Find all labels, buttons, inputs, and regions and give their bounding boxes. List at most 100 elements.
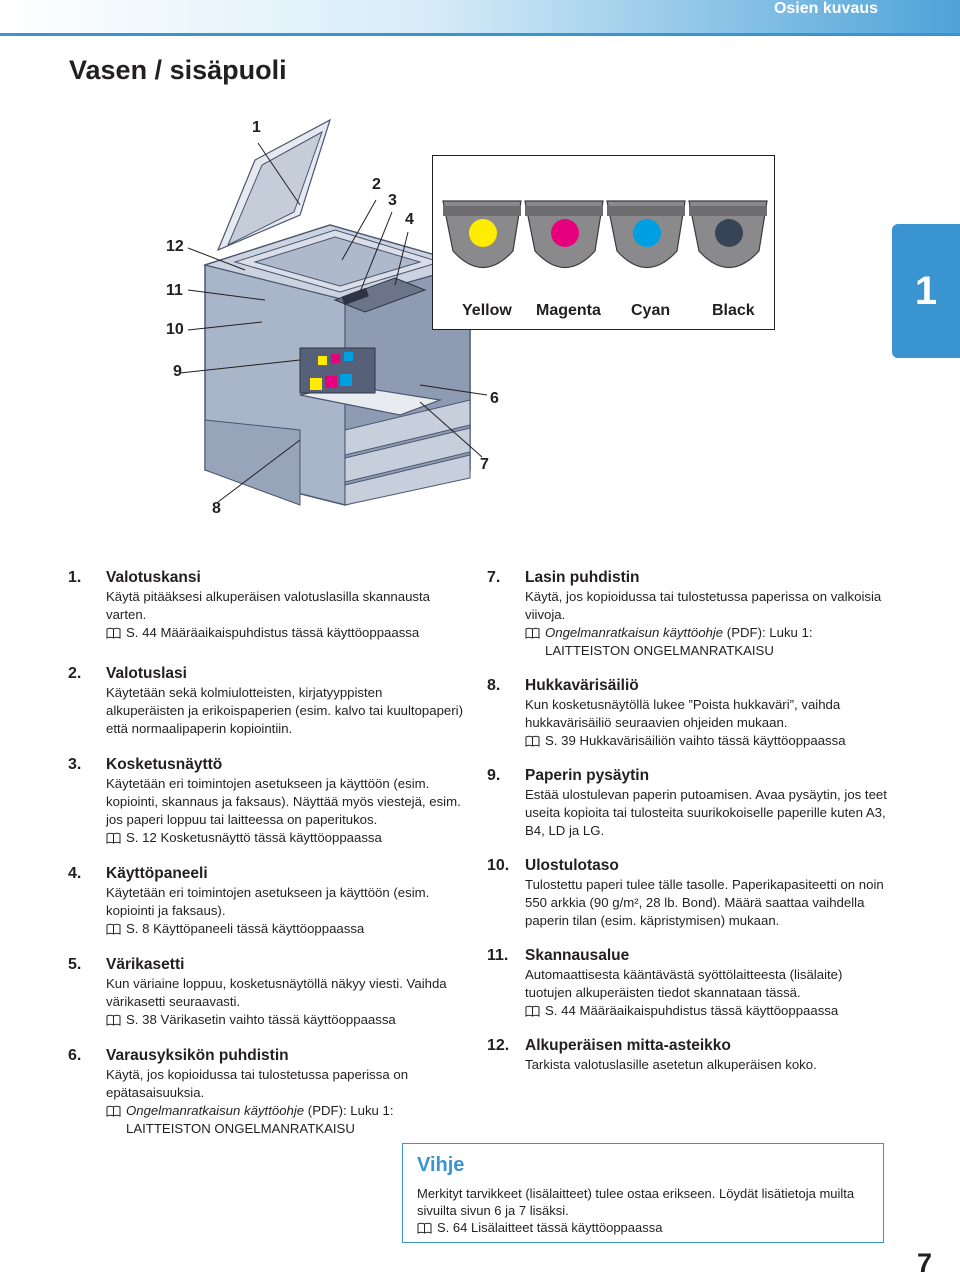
item-reference[interactable]: S. 39 Hukkavärisäiliön vaihto tässä käyt… — [525, 732, 887, 750]
callout-8: 8 — [212, 500, 221, 517]
item-reference-text[interactable]: S. 39 Hukkavärisäiliön vaihto tässä käyt… — [545, 732, 846, 750]
book-icon — [106, 1011, 121, 1026]
page-number: 7 — [916, 1248, 932, 1278]
item-number: 1. — [68, 569, 82, 586]
item-body: Kun kosketusnäytöllä lukee ”Poista hukka… — [525, 696, 887, 750]
item-heading: 11.Skannausalue — [487, 946, 887, 966]
item-reference[interactable]: S. 44 Määräaikaispuhdistus tässä käyttöo… — [525, 1002, 887, 1020]
header-rule — [0, 33, 960, 36]
hint-reference-text[interactable]: S. 64 Lisälaitteet tässä käyttöoppaassa — [437, 1220, 663, 1235]
item-reference-text[interactable]: Ongelmanratkaisun käyttöohje (PDF): Luku… — [545, 624, 887, 660]
item-title: Värikasetti — [106, 956, 185, 973]
chapter-tab[interactable]: 1 — [892, 224, 960, 358]
item-number: 12. — [487, 1037, 510, 1054]
item-body: Käytetään eri toimintojen asetukseen ja … — [106, 775, 463, 847]
item-body: Estää ulostulevan paperin putoamisen. Av… — [525, 786, 887, 840]
item-reference[interactable]: S. 8 Käyttöpaneeli tässä käyttöoppaassa — [106, 920, 463, 938]
item-reference[interactable]: S. 38 Värikasetin vaihto tässä käyttöopp… — [106, 1011, 463, 1029]
manual-title: Ongelmanratkaisun käyttöohje — [126, 1103, 305, 1118]
item-reference-text[interactable]: S. 8 Käyttöpaneeli tässä käyttöoppaassa — [126, 920, 364, 938]
item-reference[interactable]: Ongelmanratkaisun käyttöohje (PDF): Luku… — [106, 1102, 463, 1138]
item-description: Käytetään eri toimintojen asetukseen ja … — [106, 776, 461, 827]
item-heading: 5.Värikasetti — [68, 955, 463, 975]
item-title: Alkuperäisen mitta-asteikko — [525, 1037, 731, 1054]
item-title: Varausyksikön puhdistin — [106, 1047, 289, 1064]
reference-detail: (PDF): Luku 1: LAITTEISTON ONGELMANRATKA… — [126, 1103, 394, 1136]
item-description: Käytä pitääksesi alkuperäisen valotuslas… — [106, 589, 431, 622]
item-title: Valotuskansi — [106, 569, 201, 586]
item-reference-text[interactable]: S. 38 Värikasetin vaihto tässä käyttöopp… — [126, 1011, 396, 1029]
toner-cartridge — [524, 200, 604, 268]
book-icon — [525, 624, 540, 639]
callout-1: 1 — [252, 119, 261, 136]
toner-cartridges-illustration — [442, 200, 768, 268]
item-reference[interactable]: Ongelmanratkaisun käyttöohje (PDF): Luku… — [525, 624, 887, 660]
toner-label-black: Black — [712, 302, 755, 319]
reference-detail: S. 44 Määräaikaispuhdistus tässä käyttöo… — [545, 1003, 839, 1018]
item-number: 9. — [487, 767, 501, 784]
item-reference-text[interactable]: S. 44 Määräaikaispuhdistus tässä käyttöo… — [545, 1002, 838, 1020]
hint-text: Merkityt tarvikkeet (lisälaitteet) tulee… — [417, 1186, 855, 1218]
item-title: Valotuslasi — [106, 665, 187, 682]
item-reference-text[interactable]: Ongelmanratkaisun käyttöohje (PDF): Luku… — [126, 1102, 463, 1138]
item-heading: 8.Hukkavärisäiliö — [487, 676, 887, 696]
item-description: Tulostettu paperi tulee tälle tasolle. P… — [525, 877, 884, 928]
reference-detail: (PDF): Luku 1: LAITTEISTON ONGELMANRATKA… — [545, 625, 813, 658]
toner-cartridge — [442, 200, 522, 268]
callout-3: 3 — [388, 192, 397, 209]
item-description: Kun kosketusnäytöllä lukee ”Poista hukka… — [525, 697, 841, 730]
item-body: Käytä pitääksesi alkuperäisen valotuslas… — [106, 588, 463, 642]
item-reference[interactable]: S. 12 Kosketusnäyttö tässä käyttöoppaass… — [106, 829, 463, 847]
item-reference[interactable]: S. 44 Määräaikaispuhdistus tässä käyttöo… — [106, 624, 463, 642]
callout-7: 7 — [480, 456, 489, 473]
toner-cartridge — [688, 200, 768, 268]
item-number: 7. — [487, 569, 501, 586]
book-icon — [106, 829, 121, 844]
item-body: Käytä, jos kopioidussa tai tulostetussa … — [525, 588, 887, 660]
toner-inset — [432, 155, 775, 330]
toner-label-cyan: Cyan — [631, 302, 671, 319]
callout-12: 12 — [166, 238, 184, 255]
header-bar: Osien kuvaus — [0, 0, 960, 36]
item-number: 4. — [68, 865, 82, 882]
item-heading: 2.Valotuslasi — [68, 664, 463, 684]
reference-detail: S. 38 Värikasetin vaihto tässä käyttöopp… — [126, 1012, 396, 1027]
hint-title: Vihje — [417, 1154, 465, 1176]
item-heading: 6. Varausyksikön puhdistin — [68, 1046, 463, 1066]
item-title: Käyttöpaneeli — [106, 865, 208, 882]
item-title: Hukkavärisäiliö — [525, 677, 639, 694]
callout-2: 2 — [372, 176, 381, 193]
item-heading: 7. Lasin puhdistin — [487, 568, 887, 588]
page-title: Vasen / sisäpuoli — [69, 55, 287, 85]
section-title: Osien kuvaus — [773, 0, 878, 17]
item-description: Estää ulostulevan paperin putoamisen. Av… — [525, 787, 887, 838]
item-body: Käytetään sekä kolmiulotteisten, kirjaty… — [106, 684, 463, 738]
callout-6: 6 — [490, 390, 499, 407]
hint-reference[interactable]: S. 64 Lisälaitteet tässä käyttöoppaassa — [417, 1219, 872, 1236]
item-reference-text[interactable]: S. 44 Määräaikaispuhdistus tässä käyttöo… — [126, 624, 419, 642]
item-description: Käytetään eri toimintojen asetukseen ja … — [106, 885, 430, 918]
item-reference-text[interactable]: S. 12 Kosketusnäyttö tässä käyttöoppaass… — [126, 829, 382, 847]
toner-label-magenta: Magenta — [536, 302, 601, 319]
item-number: 10. — [487, 857, 510, 874]
item-number: 6. — [68, 1047, 82, 1064]
item-description: Automaattisesta kääntävästä syöttölaitte… — [525, 967, 843, 1000]
hint-box: Vihje Merkityt tarvikkeet (lisälaitteet)… — [402, 1143, 884, 1243]
item-title: Lasin puhdistin — [525, 569, 640, 586]
item-description: Käytä, jos kopioidussa tai tulostetussa … — [106, 1067, 409, 1100]
reference-detail: S. 12 Kosketusnäyttö tässä käyttöoppaass… — [126, 830, 382, 845]
item-heading: 4. Käyttöpaneeli — [68, 864, 463, 884]
